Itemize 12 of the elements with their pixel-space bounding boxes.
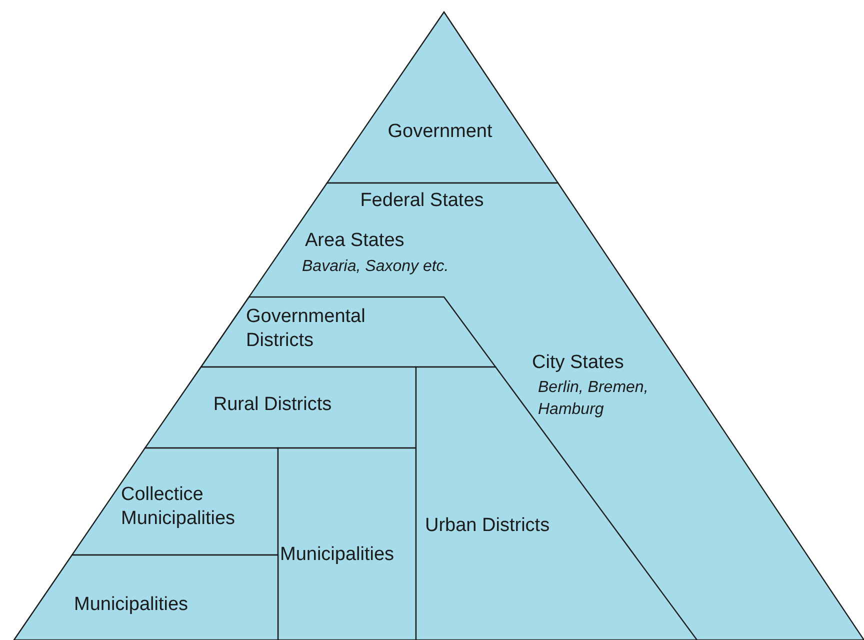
region-label: Collectice Municipalities bbox=[121, 483, 236, 531]
region-label: Municipalities bbox=[74, 593, 190, 617]
region-label: Government bbox=[386, 120, 494, 144]
region-label: Rural Districts bbox=[212, 393, 333, 417]
region-label: Governmental Districts bbox=[246, 305, 366, 353]
region-label: Municipalities bbox=[280, 543, 396, 567]
example-label: Bavaria, Saxony etc. bbox=[302, 257, 450, 277]
region-label: City States bbox=[532, 351, 625, 375]
region-label: Federal States bbox=[359, 189, 485, 213]
region-label: Area States bbox=[305, 229, 406, 253]
region-label: Urban Districts bbox=[425, 514, 551, 538]
example-label: Berlin, Bremen, Hamburg bbox=[538, 378, 650, 420]
